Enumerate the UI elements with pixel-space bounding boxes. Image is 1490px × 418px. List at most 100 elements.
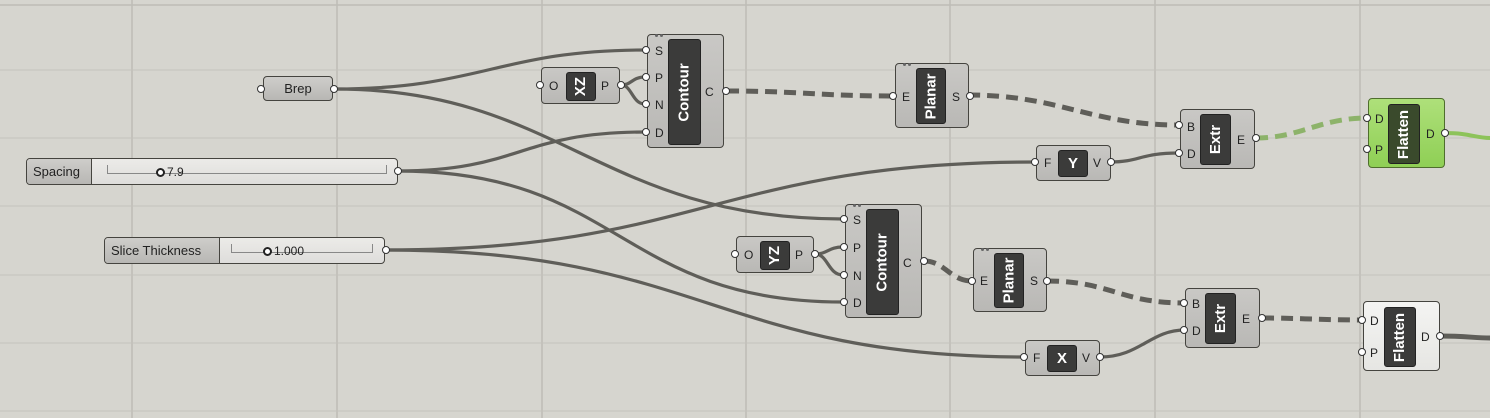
x-input-port: F xyxy=(1033,351,1041,365)
brep-output-grip[interactable] xyxy=(330,85,338,93)
extr1-port-b: B xyxy=(1187,120,1196,134)
thickness-slider[interactable]: Slice Thickness 1.000 xyxy=(104,237,385,264)
flatten1-component[interactable]: D P Flatten D xyxy=(1368,98,1445,168)
contour1-s-grip[interactable] xyxy=(642,46,650,54)
contour2-p-grip[interactable] xyxy=(840,243,848,251)
planar1-core: Planar xyxy=(916,68,946,124)
yz-input-port: O xyxy=(744,248,754,262)
yz-plane-component[interactable]: O YZ P xyxy=(736,236,814,273)
spacing-slider-knob[interactable] xyxy=(156,168,165,177)
spacing-output-grip[interactable] xyxy=(394,167,402,175)
contour2-d-grip[interactable] xyxy=(840,298,848,306)
spacing-slider-track[interactable] xyxy=(107,165,387,174)
planar2-component[interactable]: E Planar S xyxy=(973,248,1047,312)
yz-output-grip[interactable] xyxy=(811,250,819,258)
y-core: Y xyxy=(1058,150,1088,177)
contour1-n-grip[interactable] xyxy=(642,100,650,108)
wires xyxy=(333,48,1490,359)
xz-output-port: P xyxy=(601,79,610,93)
planar1-component[interactable]: E Planar S xyxy=(895,63,969,128)
flatten2-p-grip[interactable] xyxy=(1358,348,1366,356)
planar1-port-e: E xyxy=(902,90,911,104)
planar1-e-grip[interactable] xyxy=(889,92,897,100)
extr1-e-grip[interactable] xyxy=(1252,134,1260,142)
thickness-slider-track[interactable] xyxy=(231,244,373,253)
planar2-port-s: S xyxy=(1030,274,1039,288)
y-output-port: V xyxy=(1093,156,1102,170)
brep-label: Brep xyxy=(284,81,312,96)
extr1-b-grip[interactable] xyxy=(1175,121,1183,129)
component-tag-dots xyxy=(655,34,665,37)
extr2-b-grip[interactable] xyxy=(1180,299,1188,307)
flatten1-port-d-in: D xyxy=(1375,112,1384,126)
contour2-port-s: S xyxy=(853,213,862,227)
flatten2-component[interactable]: D P Flatten D xyxy=(1363,301,1440,371)
flatten2-port-d-out: D xyxy=(1421,330,1430,344)
contour1-port-c: C xyxy=(705,85,714,99)
extr2-d-grip[interactable] xyxy=(1180,326,1188,334)
flatten1-d-grip[interactable] xyxy=(1363,114,1371,122)
extr1-component[interactable]: B D Extr E xyxy=(1180,109,1255,169)
contour1-port-n: N xyxy=(655,98,664,112)
extr1-port-d: D xyxy=(1187,147,1196,161)
contour2-component[interactable]: S P N D Contour C xyxy=(845,204,922,318)
flatten2-d-grip[interactable] xyxy=(1358,316,1366,324)
xz-output-grip[interactable] xyxy=(617,81,625,89)
planar2-s-grip[interactable] xyxy=(1043,277,1051,285)
x-output-grip[interactable] xyxy=(1096,353,1104,361)
yz-output-port: P xyxy=(795,248,804,262)
contour2-n-grip[interactable] xyxy=(840,271,848,279)
planar2-port-e: E xyxy=(980,274,989,288)
x-output-port: V xyxy=(1082,351,1091,365)
flatten2-port-p: P xyxy=(1370,346,1379,360)
extr2-core: Extr xyxy=(1205,293,1236,344)
flatten2-out-grip[interactable] xyxy=(1436,332,1444,340)
brep-input-grip[interactable] xyxy=(257,85,265,93)
flatten1-out-grip[interactable] xyxy=(1441,129,1449,137)
contour2-c-grip[interactable] xyxy=(920,257,928,265)
flatten1-port-d-out: D xyxy=(1426,127,1435,141)
xz-input-grip[interactable] xyxy=(536,81,544,89)
contour1-core: Contour xyxy=(668,39,701,145)
planar1-s-grip[interactable] xyxy=(966,92,974,100)
contour1-component[interactable]: S P N D Contour C xyxy=(647,34,724,148)
x-input-grip[interactable] xyxy=(1020,353,1028,361)
thickness-output-grip[interactable] xyxy=(382,246,390,254)
x-core: X xyxy=(1047,345,1077,372)
contour1-port-d: D xyxy=(655,126,664,140)
yz-input-grip[interactable] xyxy=(731,250,739,258)
extr2-e-grip[interactable] xyxy=(1258,314,1266,322)
contour2-port-p: P xyxy=(853,241,862,255)
flatten1-p-grip[interactable] xyxy=(1363,145,1371,153)
y-output-grip[interactable] xyxy=(1107,158,1115,166)
yz-core: YZ xyxy=(760,241,790,270)
component-tag-dots xyxy=(903,63,913,66)
extr1-port-e: E xyxy=(1237,133,1246,147)
contour2-s-grip[interactable] xyxy=(840,215,848,223)
contour1-port-p: P xyxy=(655,71,664,85)
contour1-d-grip[interactable] xyxy=(642,128,650,136)
brep-param[interactable]: Brep xyxy=(263,76,333,101)
contour1-port-s: S xyxy=(655,44,664,58)
thickness-slider-label: Slice Thickness xyxy=(105,238,220,263)
planar1-port-s: S xyxy=(952,90,961,104)
extr2-port-b: B xyxy=(1192,297,1201,311)
flatten2-port-d-in: D xyxy=(1370,314,1379,328)
y-vector-component[interactable]: F Y V xyxy=(1036,145,1111,181)
xz-plane-component[interactable]: O XZ P xyxy=(541,67,620,104)
contour2-port-c: C xyxy=(903,256,912,270)
extr2-port-d: D xyxy=(1192,324,1201,338)
contour1-p-grip[interactable] xyxy=(642,73,650,81)
contour2-core: Contour xyxy=(866,209,899,315)
extr2-component[interactable]: B D Extr E xyxy=(1185,288,1260,348)
y-input-grip[interactable] xyxy=(1031,158,1039,166)
planar2-e-grip[interactable] xyxy=(968,277,976,285)
thickness-slider-knob[interactable] xyxy=(263,247,272,256)
y-input-port: F xyxy=(1044,156,1052,170)
spacing-slider[interactable]: Spacing 7.9 xyxy=(26,158,398,185)
contour1-c-grip[interactable] xyxy=(722,87,730,95)
extr1-d-grip[interactable] xyxy=(1175,149,1183,157)
extr2-port-e: E xyxy=(1242,312,1251,326)
x-vector-component[interactable]: F X V xyxy=(1025,340,1100,376)
